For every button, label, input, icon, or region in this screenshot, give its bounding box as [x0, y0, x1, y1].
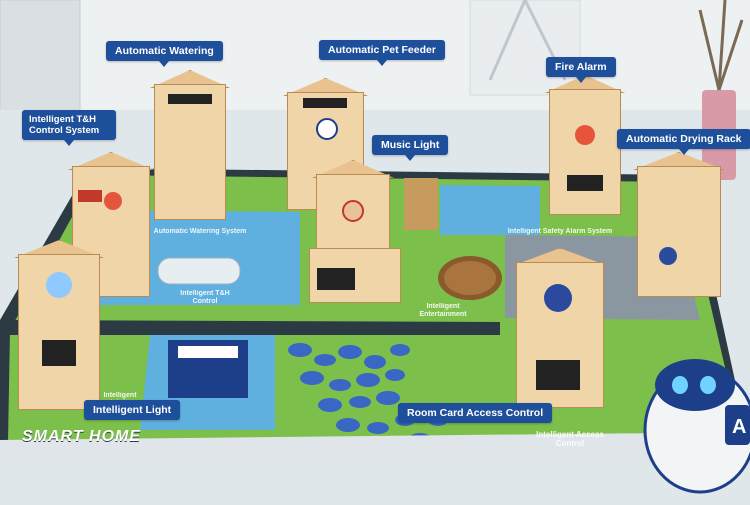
watering-house: [150, 70, 230, 220]
label-intelligent-light: Intelligent Light: [84, 400, 181, 420]
fire-alarm-house: [545, 75, 625, 215]
mat-th-zone: Intelligent T&H Control: [180, 290, 230, 305]
mat-safety-zone: Intelligent Safety Alarm System: [507, 228, 613, 235]
smart-home-brand: SMART HOME: [22, 428, 142, 445]
mat-watering-zone: Automatic Watering System: [153, 228, 247, 235]
drying-rack-house: [633, 152, 725, 297]
th-control-house: [68, 152, 154, 297]
label-automatic-pet-feeder: Automatic Pet Feeder: [319, 40, 445, 66]
mat-entertainment-zone: Intelligent Entertainment: [419, 303, 467, 318]
access-control-house: [512, 248, 608, 408]
lighting-house: [14, 240, 104, 410]
label-room-card-access: Room Card Access Control: [398, 403, 553, 423]
label-fire-alarm: Fire Alarm: [546, 57, 616, 83]
mat-access-zone: Intelligent Access Control: [536, 430, 604, 448]
label-automatic-drying-rack: Automatic Drying Rack: [617, 129, 750, 155]
label-intelligent-th: Intelligent T&H Control System: [22, 110, 116, 146]
label-music-light: Music Light: [372, 135, 449, 161]
svg-text:A: A: [732, 416, 746, 438]
label-automatic-watering: Automatic Watering: [106, 41, 223, 67]
entertainment-module: [305, 248, 405, 303]
music-light-house: [312, 160, 394, 260]
